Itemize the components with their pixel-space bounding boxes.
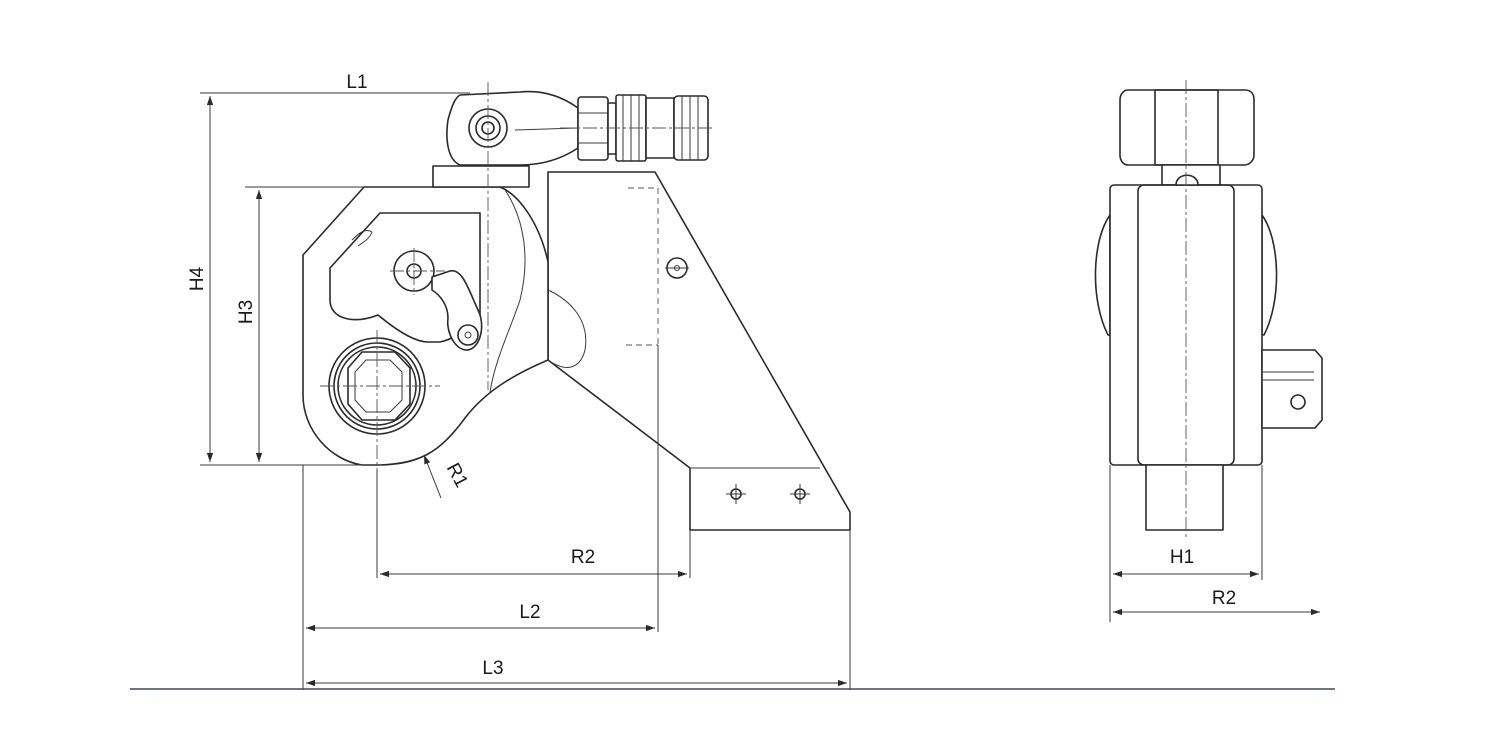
dim-label-r2-front: R2 [571,547,595,568]
reaction-arm [547,171,851,531]
cylinder-top [432,90,715,188]
mounting-hole-1-icon [726,484,746,504]
hose-hex-nut-icon [577,96,617,161]
side-drive-square [1261,349,1323,429]
dim-label-l1: L1 [346,72,367,93]
drive-pin-icon [1290,394,1306,410]
mounting-hole-2-icon [790,484,810,504]
side-view [1094,80,1323,540]
dim-label-r2-side: R2 [1212,588,1236,609]
dim-label-h1: H1 [1170,547,1194,568]
front-view [302,82,851,531]
tool-housing [302,186,587,466]
ratchet-ring [320,330,440,470]
front-dimensions: L1 H4 H3 R1 R2 L2 L3 [187,72,851,690]
side-dimensions: H1 R2 [1109,465,1320,622]
side-coupler-head [1119,89,1255,166]
ratchet-pawl [390,248,483,351]
dim-label-h4: H4 [187,266,208,291]
dim-line-r1 [423,454,442,499]
dim-label-l3: L3 [482,658,503,679]
side-bottom-socket [1145,464,1224,531]
dim-label-r1: R1 [442,460,472,491]
dim-label-l2: L2 [519,602,540,623]
dim-label-h3: H3 [236,300,257,324]
